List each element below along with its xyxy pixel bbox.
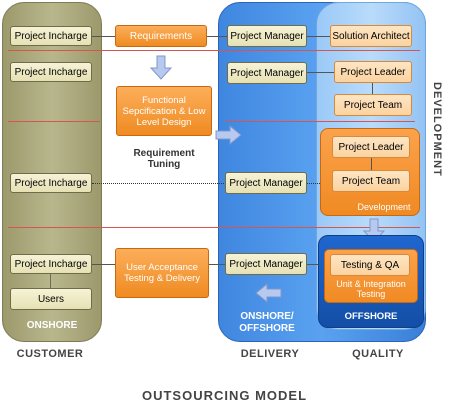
separator-line — [8, 50, 420, 51]
down-arrow-icon — [149, 55, 173, 80]
development-side-label: DEVELOPMENT — [431, 81, 443, 177]
caption-customer: CUSTOMER — [16, 348, 84, 360]
customer-project-incharge-2: Project Incharge — [10, 62, 92, 82]
requirement-tuning-label: Requirement Tuning — [133, 148, 195, 170]
customer-users: Users — [10, 288, 92, 310]
caption-delivery: DELIVERY — [240, 348, 300, 360]
project-leader-box-1: Project Leader — [334, 61, 412, 83]
unit-integration-testing-label: Unit & Integration Testing — [336, 279, 406, 299]
testing-qa-box: Testing & QA — [330, 254, 410, 276]
delivery-project-manager-3: Project Manager — [225, 172, 307, 194]
delivery-project-manager-2: Project Manager — [227, 62, 307, 84]
customer-project-incharge-4: Project Incharge — [10, 254, 92, 274]
leader-team-link — [372, 83, 373, 95]
onshore-label: ONSHORE — [26, 320, 78, 331]
diagram-title: OUTSOURCING MODEL — [141, 388, 308, 403]
connector-line — [208, 264, 226, 265]
project-leader-box-2: Project Leader — [332, 136, 410, 158]
delivery-project-manager-4: Project Manager — [225, 253, 307, 275]
separator-line — [8, 227, 420, 228]
delivery-project-manager-1: Project Manager — [227, 25, 307, 47]
leader-team-link — [371, 158, 372, 170]
requirements-box: Requirements — [115, 25, 207, 47]
caption-quality: QUALITY — [352, 348, 404, 360]
separator-line — [225, 121, 415, 122]
project-team-box-1: Project Team — [334, 94, 412, 116]
project-team-box-2: Project Team — [332, 170, 410, 192]
development-panel-label: Development — [357, 202, 411, 212]
dotted-connector — [306, 183, 320, 184]
separator-line — [8, 121, 100, 122]
onshore-offshore-label: ONSHORE/ OFFSHORE — [239, 311, 295, 334]
users-link-line — [50, 274, 51, 288]
left-arrow-icon — [255, 282, 282, 304]
dotted-connector — [92, 183, 226, 184]
solution-architect-box: Solution Architect — [330, 25, 412, 47]
customer-project-incharge-3: Project Incharge — [10, 173, 92, 193]
connector-line — [206, 36, 228, 37]
connector-line — [306, 72, 334, 73]
customer-project-incharge-1: Project Incharge — [10, 26, 92, 46]
uat-box: User Acceptance Testing & Delivery — [115, 248, 209, 298]
connector-line — [306, 36, 330, 37]
customer-column — [2, 2, 102, 342]
offshore-label: OFFSHORE — [344, 311, 398, 322]
connector-line — [92, 36, 116, 37]
connector-line — [92, 264, 116, 265]
right-arrow-icon — [215, 124, 242, 146]
functional-spec-box: Functional Sepcification & Low Level Des… — [116, 86, 212, 136]
